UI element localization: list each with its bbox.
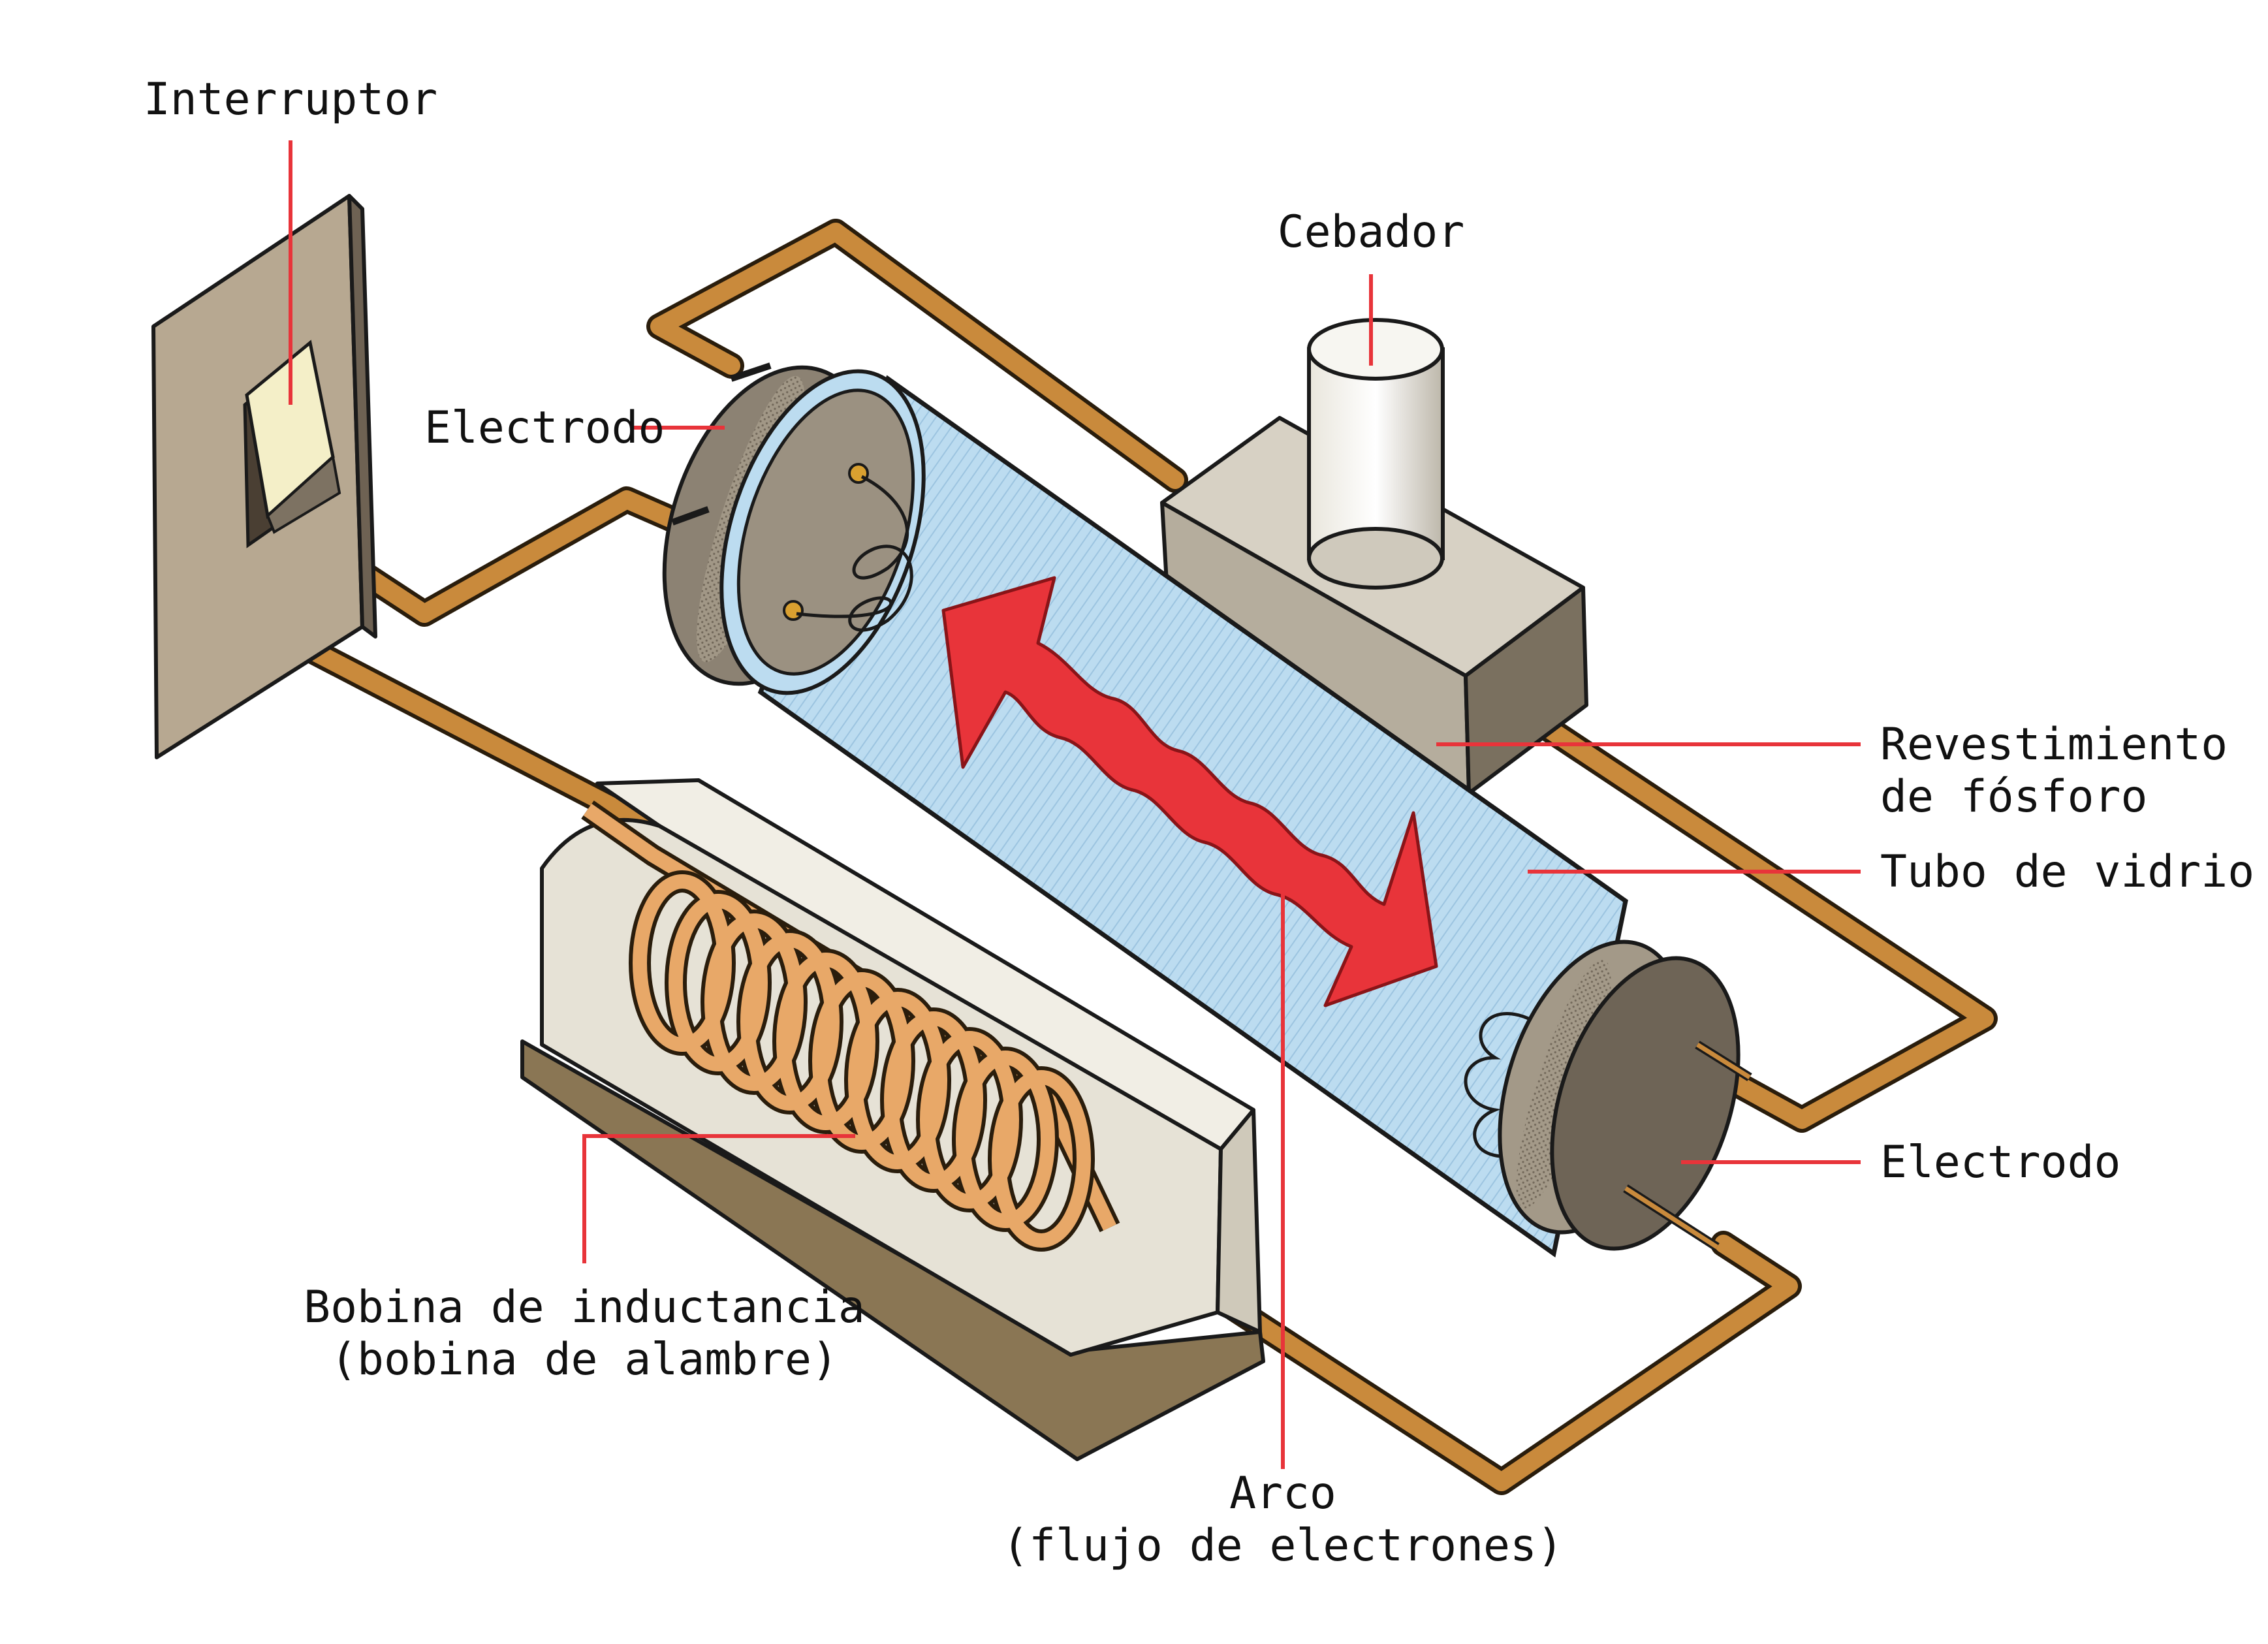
label-cebador: Cebador [1278,206,1465,258]
label-revestimiento-line1: Revestimiento [1880,719,2228,770]
ballast [520,778,1265,1461]
label-arco-line1: Arco [1229,1468,1336,1519]
label-revestimiento-line2: de fósforo [1880,771,2147,823]
leader-lines [289,140,1861,1469]
label-electrodo-right: Electrodo [1880,1137,2120,1188]
right-electrode-cap [1498,940,1752,1251]
fluorescent-tube [662,362,1752,1257]
coil [629,870,1095,1252]
label-interruptor: Interruptor [144,74,437,125]
arc-arrow [941,576,1438,1007]
label-tubo: Tubo de vidrio [1880,846,2254,898]
label-bobina-line2: (bobina de alambre) [330,1334,838,1385]
label-arco-line2: (flujo de electrones) [1002,1520,1564,1572]
label-bobina-line1: Bobina de inductancia [304,1282,865,1333]
label-electrodo-left: Electrodo [424,402,665,454]
labels: Interruptor Cebador Electrodo Revestimie… [144,74,2254,1572]
wall-switch [151,194,377,759]
starter [1160,318,1588,795]
